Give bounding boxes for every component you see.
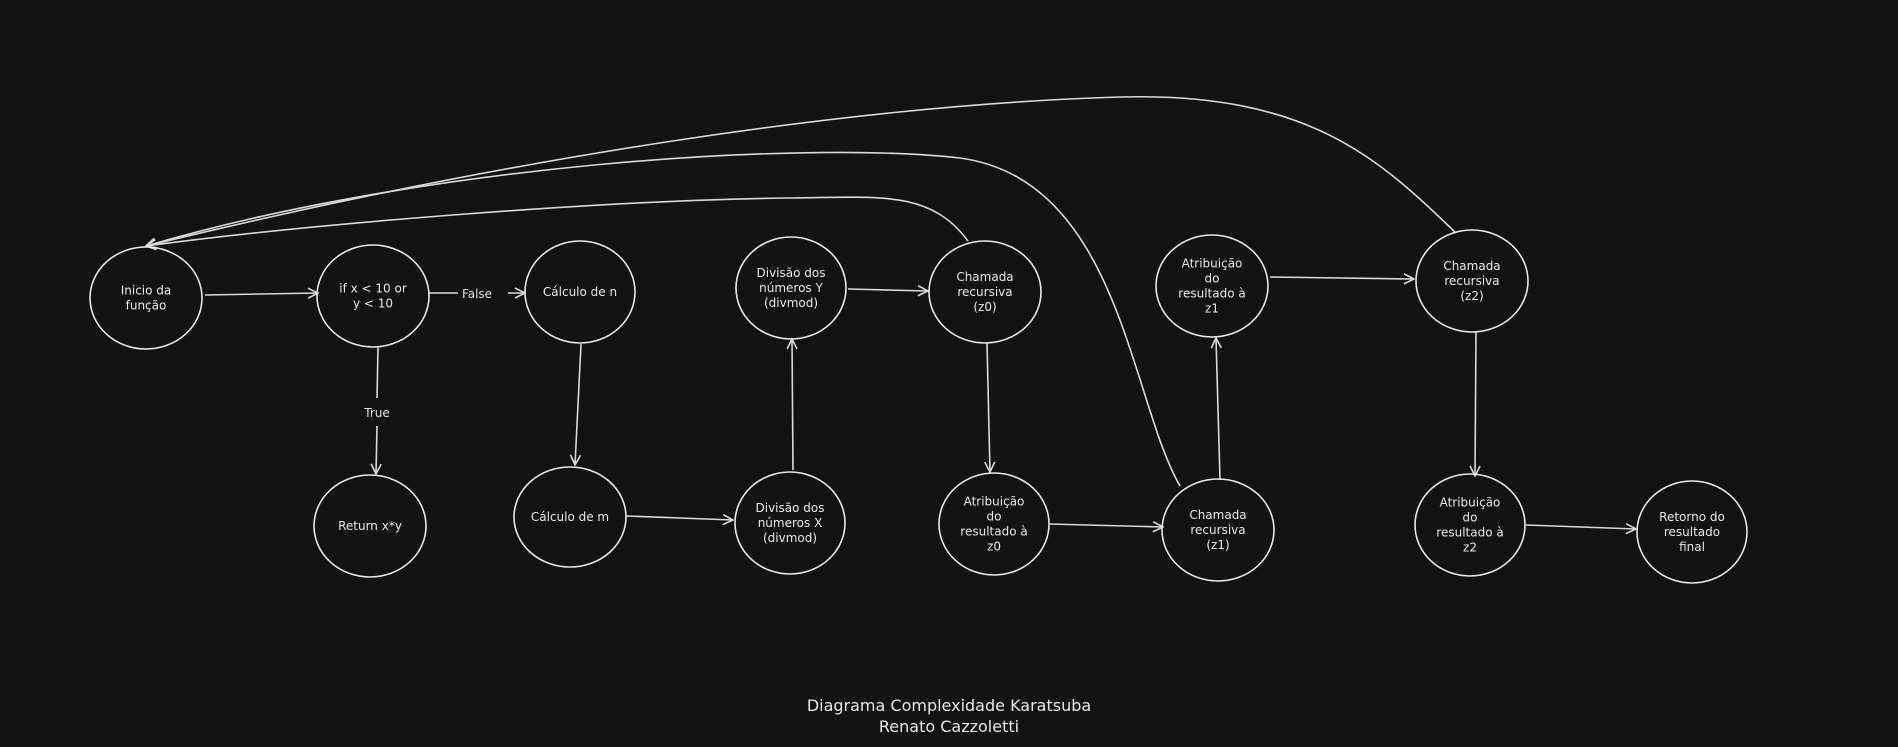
node-label-line: Chamada — [1189, 508, 1246, 522]
edge-calc-n-to-calc-m — [575, 343, 582, 465]
node-label-line: resultado à — [1436, 526, 1503, 540]
edge-attr-z1-to-rec-z2 — [1269, 277, 1414, 279]
node-label-line: resultado — [1664, 525, 1720, 539]
diagram-caption: Diagrama Complexidade Karatsuba Renato C… — [0, 695, 1898, 737]
node-label-line: Cálculo de m — [531, 510, 609, 524]
edges — [146, 95, 1636, 529]
node-label-line: (divmod) — [764, 296, 818, 310]
node-label-line: Cálculo de n — [543, 285, 617, 299]
edge-rec-z2-to-attr-z2 — [1475, 331, 1476, 476]
node-label-line: Atribuição — [1440, 496, 1501, 510]
edge-div-y-to-rec-z0 — [847, 289, 928, 291]
node-label-line: (z1) — [1206, 538, 1229, 552]
edge-calc-m-to-div-x — [625, 516, 733, 520]
node-label-line: final — [1679, 540, 1705, 554]
node-label-line: y < 10 — [353, 297, 393, 311]
edge-labels: False True — [358, 284, 508, 421]
node-label-line: do — [1205, 272, 1220, 286]
node-label-line: (z0) — [973, 300, 996, 314]
node-label-line: recursiva — [1444, 274, 1499, 288]
node-label-line: z1 — [1205, 302, 1219, 316]
node-label-line: resultado à — [1178, 287, 1245, 301]
edge-label-true: True — [363, 406, 390, 420]
node-if-condition[interactable]: if x < 10 ory < 10 — [316, 244, 430, 348]
edge-attr-z2-to-ret-final — [1525, 525, 1636, 529]
edge-rec-z0-to-inicio — [146, 196, 969, 246]
node-label-line: if x < 10 or — [339, 282, 407, 296]
node-label-line: do — [987, 510, 1002, 524]
edge-attr-z0-to-rec-z1 — [1048, 524, 1163, 527]
node-label-line: Retorno do — [1659, 510, 1725, 524]
node-label-line: recursiva — [1190, 523, 1245, 537]
node-return-xy[interactable]: Return x*y — [313, 474, 427, 578]
node-label-line: (z2) — [1460, 289, 1483, 303]
node-label-line: Inicio da — [121, 284, 172, 298]
node-label-line: z0 — [987, 540, 1001, 554]
edge-inicio-to-if — [204, 293, 318, 295]
node-label-line: números Y — [759, 281, 823, 295]
edge-if-to-return — [376, 347, 378, 474]
node-label-line: Divisão dos — [756, 501, 825, 515]
node-label-line: do — [1463, 511, 1478, 525]
node-label-line: Chamada — [1443, 259, 1500, 273]
node-label-line: Atribuição — [1182, 257, 1243, 271]
node-label-line: z2 — [1463, 541, 1477, 555]
node-label-line: (divmod) — [763, 531, 817, 545]
node-label-line: Divisão dos — [757, 266, 826, 280]
node-label-line: Atribuição — [964, 495, 1025, 509]
edge-rec-z0-to-attr-z0 — [987, 342, 990, 472]
edge-label-false: False — [462, 287, 492, 301]
node-label-line: função — [126, 299, 167, 313]
diagram-title: Diagrama Complexidade Karatsuba — [806, 696, 1092, 715]
node-label-line: números X — [758, 516, 823, 530]
node-calc-m[interactable]: Cálculo de m — [513, 466, 627, 568]
node-calc-n[interactable]: Cálculo de n — [524, 240, 636, 344]
edge-div-x-to-div-y — [792, 339, 793, 471]
diagram-author: Renato Cazzoletti — [878, 717, 1020, 736]
node-label-line: recursiva — [957, 285, 1012, 299]
edge-rec-z2-to-inicio — [146, 95, 1457, 246]
node-label-line: Chamada — [956, 270, 1013, 284]
node-label-line: resultado à — [960, 525, 1027, 539]
edge-rec-z1-to-attr-z1 — [1216, 338, 1220, 481]
node-label-line: Return x*y — [338, 519, 402, 533]
